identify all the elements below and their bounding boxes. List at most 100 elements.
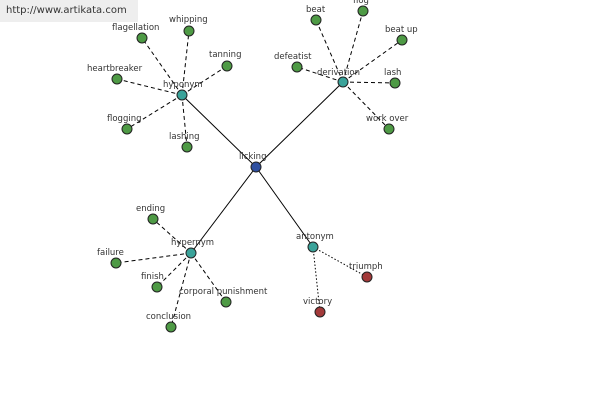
edge-hypernym-corporal-punishment [190,252,227,303]
node-work-over[interactable]: work over [366,114,409,135]
leaf-node-label: flogging [107,114,142,124]
leaf-node-label: flog [353,0,369,6]
leaf-node-label: lash [384,68,401,78]
node-whipping[interactable]: whipping [169,15,208,37]
leaf-node-circle[interactable] [151,281,163,293]
edges-antonym [312,246,368,313]
leaf-node-circle[interactable] [310,14,322,26]
url-banner: http://www.artikata.com [0,0,138,22]
edge-derivation-flog [342,10,364,83]
node-flagellation[interactable]: flagellation [112,23,159,44]
edges-derivation [296,10,403,130]
leaf-node-circle[interactable] [291,61,303,73]
hub-node-circle[interactable] [176,89,188,101]
edge-derivation-work-over [342,81,390,130]
hub-node-label: derivation [317,68,360,78]
leaf-node-circle[interactable] [121,123,133,135]
node-conclusion[interactable]: conclusion [146,312,191,333]
node-ending[interactable]: ending [136,204,165,225]
node-hyponym[interactable]: hyponym [163,80,203,101]
hub-node-circle[interactable] [307,241,319,253]
leaf-node-label: triumph [349,262,383,272]
leaf-node-label: conclusion [146,312,191,322]
leaf-node-circle[interactable] [314,306,326,318]
node-triumph[interactable]: triumph [349,262,383,283]
leaf-node-circle[interactable] [111,73,123,85]
leaf-node-circle[interactable] [389,77,401,89]
node-tanning[interactable]: tanning [209,50,241,72]
edge-root-hypernym [190,166,257,254]
node-lashing[interactable]: lashing [169,132,200,153]
leaf-node-circle[interactable] [361,271,373,283]
leaf-node-label: tanning [209,50,241,60]
node-lash[interactable]: lash [384,68,401,89]
edge-hypernym-failure [115,252,192,264]
node-victory[interactable]: victory [303,297,332,318]
edge-root-hyponym [181,94,257,168]
root-node-circle[interactable] [250,161,262,173]
hub-node-label: hyponym [163,80,203,90]
leaf-node-circle[interactable] [136,32,148,44]
root-node-label: licking [239,152,266,162]
leaf-node-label: corporal punishment [179,287,268,297]
hub-node-label: hypernym [171,238,214,248]
source-url-link[interactable]: http://www.artikata.com [6,5,127,16]
hub-node-circle[interactable] [185,247,197,259]
leaf-node-label: whipping [169,15,208,25]
leaf-node-label: defeatist [274,52,312,62]
node-flog[interactable]: flog [353,0,369,17]
leaf-node-circle[interactable] [110,257,122,269]
edge-derivation-lash [342,81,396,84]
leaf-node-label: ending [136,204,165,214]
edge-hypernym-conclusion [170,252,192,328]
edge-derivation-defeatist [296,66,344,83]
leaf-node-circle[interactable] [221,60,233,72]
node-antonym[interactable]: antonym [296,232,334,253]
edge-hyponym-flogging [126,94,183,130]
edge-hyponym-tanning [181,65,228,96]
node-hypernym[interactable]: hypernym [171,238,214,259]
edges-main [181,81,344,254]
node-corporal-punishment[interactable]: corporal punishment [179,287,268,308]
node-beat-up[interactable]: beat up [385,25,418,46]
hub-node-label: antonym [296,232,334,242]
leaf-node-circle[interactable] [383,123,395,135]
edge-derivation-beat-up [342,39,403,83]
node-heartbreaker[interactable]: heartbreaker [87,64,143,85]
leaf-node-label: failure [97,248,124,258]
edge-hyponym-whipping [181,30,190,96]
leaf-node-label: victory [303,297,332,307]
leaf-node-circle[interactable] [396,34,408,46]
node-finish[interactable]: finish [141,272,164,293]
edge-antonym-victory [312,246,321,313]
leaf-node-label: heartbreaker [87,64,143,74]
edge-root-antonym [255,166,314,248]
leaf-node-circle[interactable] [181,141,193,153]
node-failure[interactable]: failure [97,248,124,269]
node-derivation[interactable]: derivation [317,68,360,88]
hub-node-circle[interactable] [337,76,349,88]
leaf-node-circle[interactable] [183,25,195,37]
edge-root-derivation [255,81,344,168]
edges-hypernym [115,218,227,328]
edge-hyponym-flagellation [141,37,183,96]
leaf-node-label: lashing [169,132,200,142]
leaf-node-circle[interactable] [147,213,159,225]
edge-derivation-beat [315,19,344,83]
leaf-node-circle[interactable] [165,321,177,333]
node-flogging[interactable]: flogging [107,114,142,135]
leaf-node-label: flagellation [112,23,159,33]
node-defeatist[interactable]: defeatist [274,52,312,73]
leaf-node-label: work over [366,114,409,124]
edge-hyponym-lashing [181,94,188,148]
leaf-node-label: finish [141,272,164,282]
leaf-node-circle[interactable] [220,296,232,308]
edge-hypernym-ending [152,218,192,254]
leaf-node-circle[interactable] [357,5,369,17]
leaf-node-label: beat [306,5,326,15]
edges-hyponym [116,30,228,148]
node-root[interactable]: licking [239,152,266,173]
node-beat[interactable]: beat [306,5,326,26]
edge-hypernym-finish [156,252,192,288]
